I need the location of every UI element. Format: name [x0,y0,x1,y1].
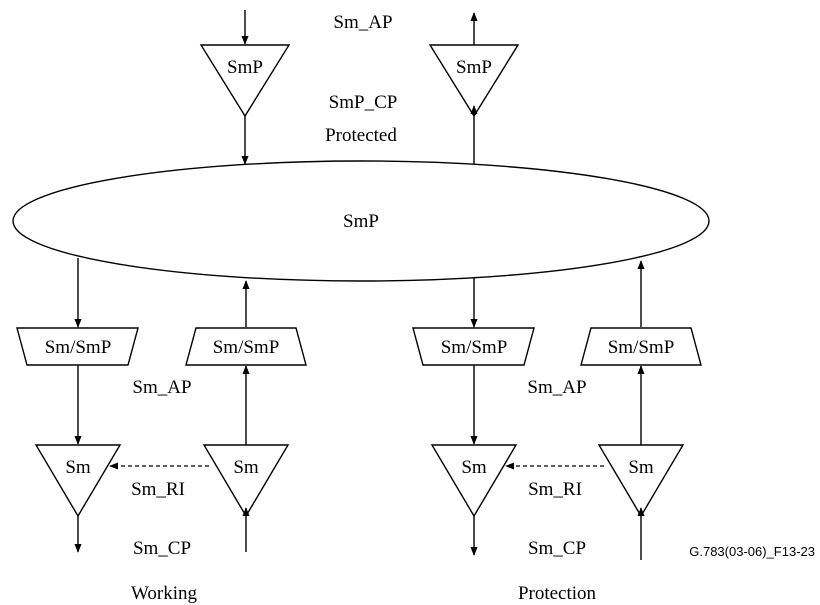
protection-trail-sink-label: Sm [461,457,487,478]
working-trail-sink [34,444,122,518]
connection-function: SmP [12,160,710,282]
working-trail-source [202,444,290,518]
protection-side: Sm/SmP Sm/SmP Sm_AP Sm Sm Sm_RI Sm_CP Pr… [412,260,702,604]
top-section: SmP Sm_AP SmP_CP Protected SmP [199,10,520,166]
working-adapt-up-label: Sm/SmP [213,337,280,358]
protection-adaptation-up [580,327,702,366]
working-adaptation-down [16,327,139,366]
working-trail-source-label: Sm [233,457,259,478]
smp-trail-sink-label: SmP [227,57,263,78]
working-connection-point-label: Sm_CP [133,538,191,559]
working-access-point-label: Sm_AP [132,377,191,398]
smp-trail-source [428,44,520,118]
working-adaptation-up [185,327,307,366]
top-access-point-label: Sm_AP [333,12,392,33]
protection-adapt-down-label: Sm/SmP [441,337,508,358]
working-label: Working [131,583,198,604]
figure-id: G.783(03-06)_F13-23 [689,544,815,559]
protected-label: Protected [325,125,397,146]
protection-label: Protection [518,583,597,604]
working-trail-sink-label: Sm [65,457,91,478]
protection-adapt-up-label: Sm/SmP [608,337,675,358]
working-side: Sm/SmP Sm/SmP Sm_AP Sm Sm Sm_RI Sm_CP Wo… [16,258,307,604]
protection-connection-point-label: Sm_CP [528,538,586,559]
protection-remote-info-label: Sm_RI [528,479,582,500]
protection-trail-sink [430,444,518,518]
protection-trail-source [597,444,685,518]
protection-access-point-label: Sm_AP [527,377,586,398]
working-adapt-down-label: Sm/SmP [45,337,112,358]
smp-connection-ellipse [12,160,710,282]
smp-connection-point-label: SmP_CP [329,92,398,113]
protection-adaptation-down [412,327,535,366]
connection-function-label: SmP [343,211,379,232]
smp-trail-sink [199,44,291,118]
working-remote-info-label: Sm_RI [131,479,185,500]
smp-trail-source-label: SmP [456,57,492,78]
protection-trail-source-label: Sm [628,457,654,478]
